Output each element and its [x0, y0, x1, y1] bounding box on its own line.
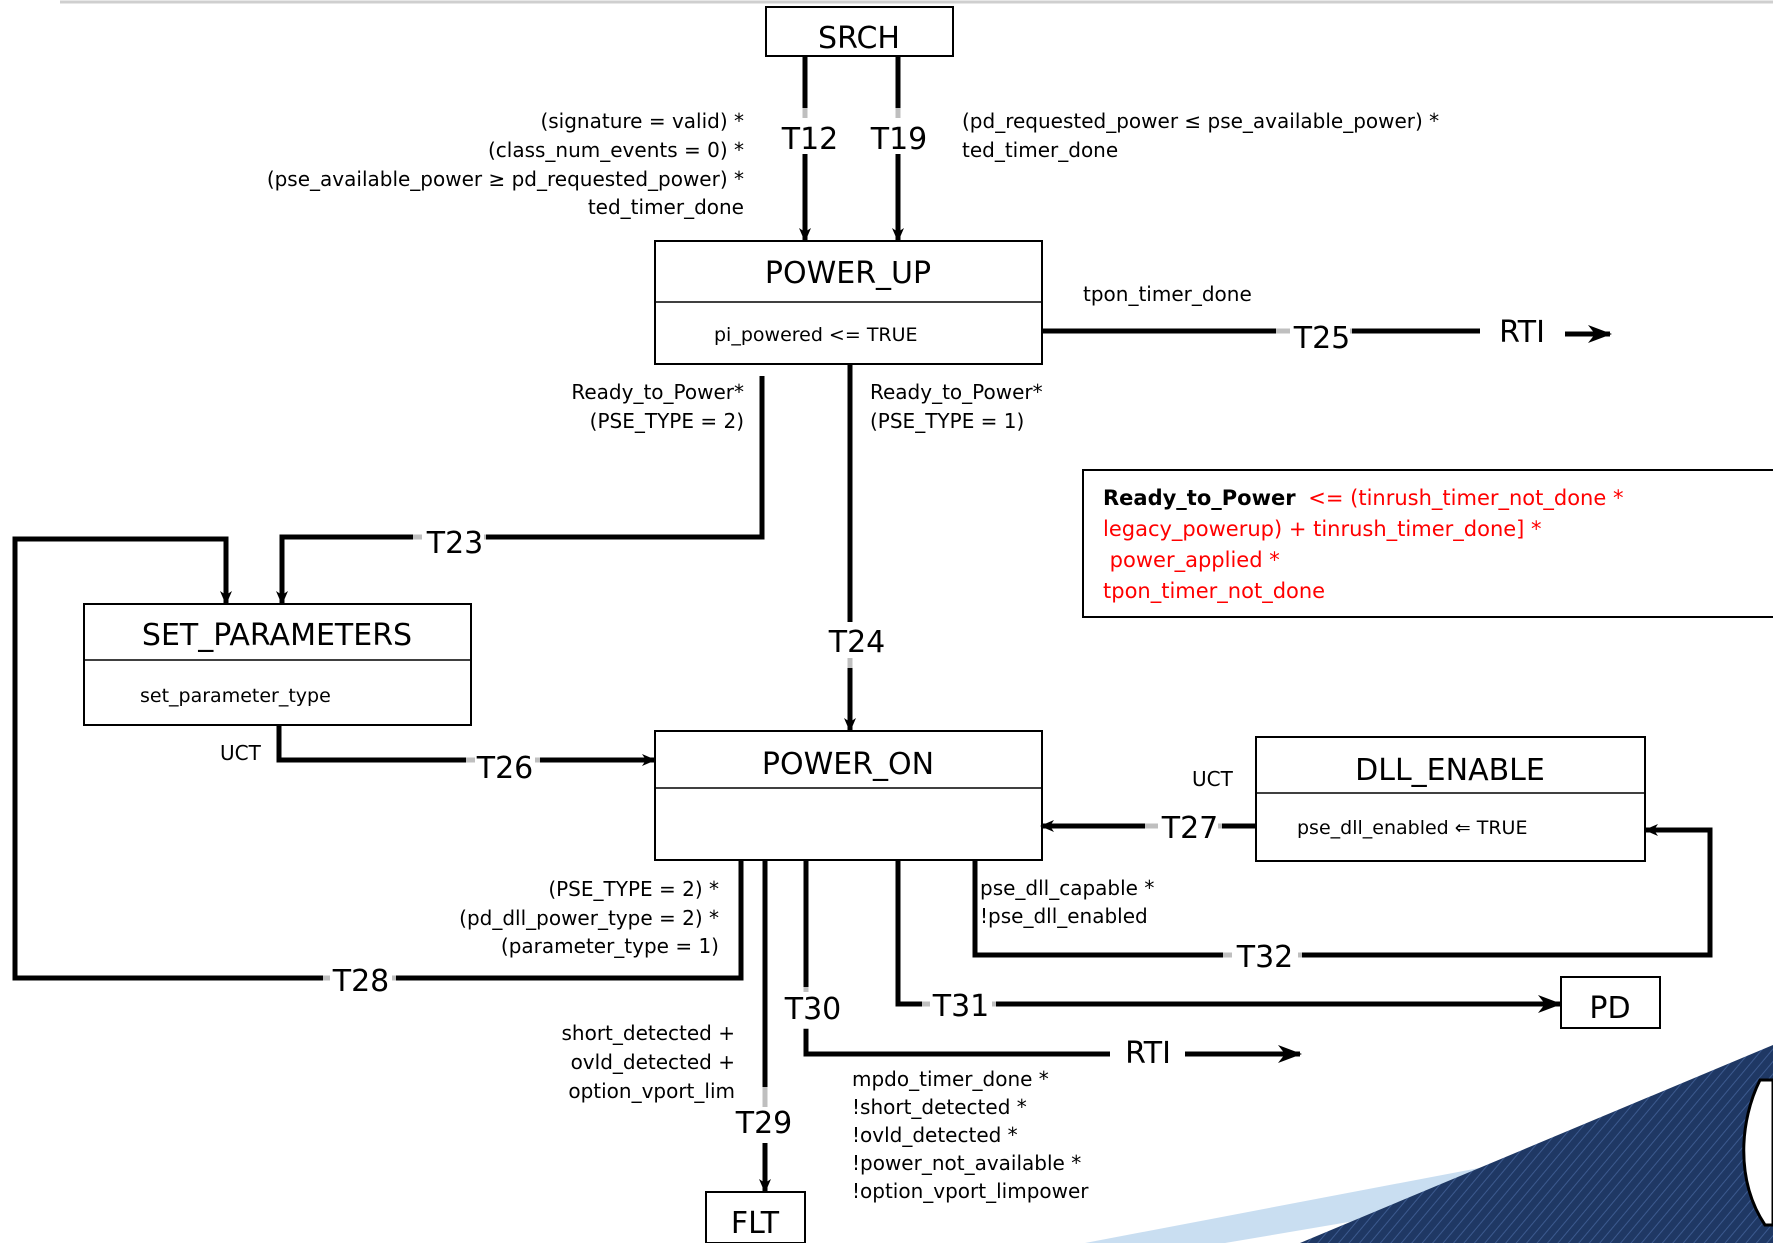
state-dll-enable: DLL_ENABLE pse_dll_enabled ⇐ TRUE — [1255, 736, 1646, 862]
state-pd: PD — [1560, 976, 1661, 1029]
transition-t26-condition: UCT — [220, 741, 262, 765]
transition-t12-condition-2: (class_num_events = 0) * — [488, 138, 744, 162]
state-set-parameters-title: SET_PARAMETERS — [142, 618, 412, 653]
transition-t29-condition-3: option_vport_lim — [568, 1079, 735, 1103]
transition-t30-condition-2: !short_detected * — [852, 1095, 1027, 1119]
definition-line-2: legacy_powerup) + tinrush_timer_done] * — [1103, 517, 1542, 542]
transition-t32-condition-1: pse_dll_capable * — [980, 876, 1154, 900]
transition-t25-condition: tpon_timer_done — [1083, 282, 1252, 306]
transition-t24-label: T24 — [828, 625, 886, 660]
exit-rti-bottom: RTI — [1125, 1036, 1171, 1071]
state-power-up: POWER_UP pi_powered <= TRUE — [654, 240, 1043, 365]
transition-t19-label: T19 — [870, 122, 928, 157]
transition-t28-condition-2: (pd_dll_power_type = 2) * — [459, 906, 719, 930]
transition-t30-condition-1: mpdo_timer_done * — [852, 1067, 1049, 1091]
ready-to-power-definition-box: Ready_to_Power <= (tinrush_timer_not_don… — [1082, 469, 1773, 618]
transition-t31-line — [895, 860, 1562, 1013]
transition-t32-condition-2: !pse_dll_enabled — [980, 904, 1148, 928]
transition-t28-condition-1: (PSE_TYPE = 2) * — [548, 877, 719, 901]
state-power-up-title: POWER_UP — [765, 256, 931, 291]
transition-t30-condition-3: !ovld_detected * — [852, 1123, 1018, 1147]
transition-t32-line — [972, 824, 1713, 958]
exit-rti-top: RTI — [1499, 315, 1545, 350]
transition-t23-condition-1: Ready_to_Power* — [571, 380, 744, 404]
transition-t27-condition: UCT — [1192, 767, 1234, 791]
transition-t30-condition-5: !option_vport_limpower — [852, 1179, 1089, 1203]
transition-t28-label: T28 — [332, 964, 390, 999]
transition-t19-condition-2: ted_timer_done — [962, 138, 1118, 162]
transition-t23-condition-2: (PSE_TYPE = 2) — [590, 409, 744, 433]
state-flt: FLT — [705, 1191, 806, 1243]
state-set-parameters: SET_PARAMETERS set_parameter_type — [83, 603, 472, 726]
transition-t23-line — [276, 376, 765, 605]
transition-t28-line — [12, 536, 744, 981]
definition-line-3: power_applied * — [1103, 548, 1280, 573]
transition-t24-condition-1: Ready_to_Power* — [870, 380, 1043, 404]
transition-t23-label: T23 — [426, 526, 484, 561]
transition-t12-condition-4: ted_timer_done — [588, 195, 744, 219]
state-power-up-action: pi_powered <= TRUE — [714, 324, 918, 346]
transition-t30-label: T30 — [784, 992, 842, 1027]
transition-t28-condition-3: (parameter_type = 1) — [501, 934, 719, 958]
transition-t24-condition-2: (PSE_TYPE = 1) — [870, 409, 1024, 433]
transition-t31-label: T31 — [932, 989, 990, 1024]
transition-t30-condition-4: !power_not_available * — [852, 1151, 1081, 1175]
transition-t29-condition-1: short_detected + — [562, 1021, 736, 1045]
state-srch-title: SRCH — [818, 21, 900, 56]
state-pd-title: PD — [1589, 991, 1630, 1026]
state-dll-enable-action: pse_dll_enabled ⇐ TRUE — [1297, 817, 1527, 839]
svg-text:Ready_to_Power <= (tinru: Ready_to_Power <= (tinrush_timer_not_don… — [1103, 486, 1623, 511]
transition-t12-condition-3: (pse_available_power ≥ pd_requested_powe… — [267, 167, 744, 191]
definition-line-4: tpon_timer_not_done — [1103, 579, 1325, 604]
transition-t19-condition-1: (pd_requested_power ≤ pse_available_powe… — [962, 109, 1439, 133]
state-flt-title: FLT — [731, 1206, 780, 1241]
transition-t26-label: T26 — [476, 751, 534, 786]
definition-line-1: <= (tinrush_timer_not_done * — [1308, 486, 1623, 511]
transition-t25-label: T25 — [1293, 321, 1351, 356]
state-dll-enable-title: DLL_ENABLE — [1355, 753, 1545, 788]
definition-term: Ready_to_Power — [1103, 486, 1296, 510]
transition-t32-label: T32 — [1236, 940, 1294, 975]
state-power-on-title: POWER_ON — [762, 747, 934, 782]
transition-t12-label: T12 — [781, 122, 839, 157]
transition-t12-condition-1: (signature = valid) * — [540, 109, 744, 133]
transition-t27-label: T27 — [1161, 811, 1219, 846]
transition-t29-condition-2: ovld_detected + — [571, 1050, 735, 1074]
corner-swoosh-decoration — [1085, 1045, 1773, 1243]
transition-t29-label: T29 — [735, 1106, 793, 1141]
state-srch: SRCH — [765, 6, 954, 57]
transition-t26-line — [276, 725, 656, 766]
state-power-on: POWER_ON — [654, 730, 1043, 861]
state-set-parameters-action: set_parameter_type — [140, 685, 331, 707]
